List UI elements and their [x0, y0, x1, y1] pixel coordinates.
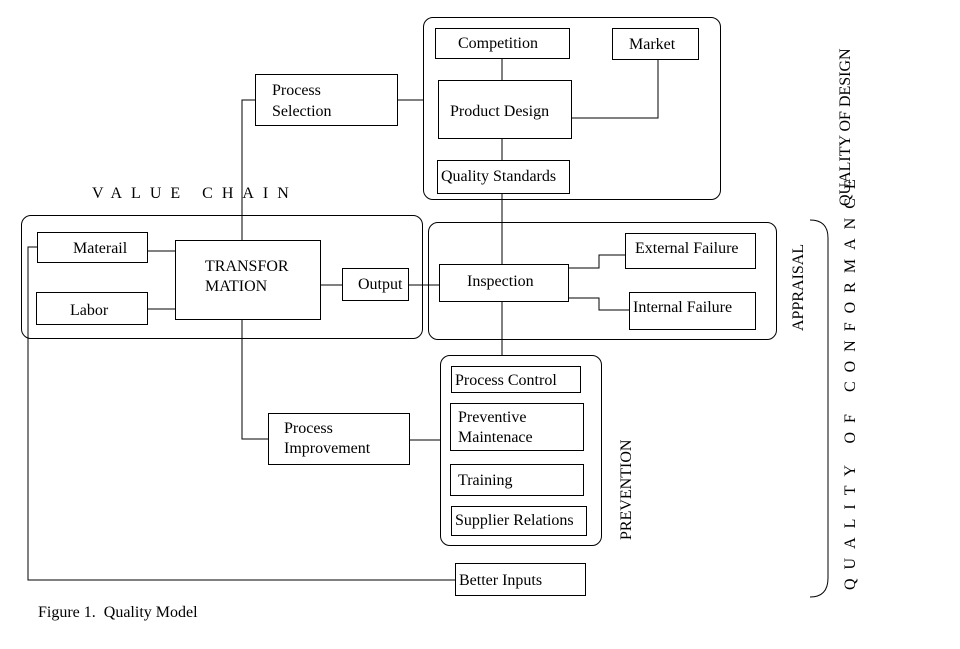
material-label: Materail: [73, 240, 128, 257]
transformation-box: TRANSFOR MATION: [175, 240, 321, 320]
transformation-label: TRANSFOR MATION: [205, 258, 289, 295]
material-box: Materail: [37, 232, 148, 263]
market-label: Market: [629, 36, 676, 53]
process-improvement-label: Process Improvement: [284, 420, 371, 457]
inspection-label: Inspection: [467, 273, 534, 290]
output-label: Output: [358, 276, 403, 293]
external-failure-box: External Failure: [625, 233, 756, 269]
process-control-box: Process Control: [451, 366, 581, 393]
process-improvement-box: Process Improvement: [268, 413, 410, 465]
appraisal-group: [428, 222, 777, 340]
quality-of-design-group: [423, 17, 721, 200]
output-box: Output: [342, 268, 409, 301]
training-box: Training: [450, 464, 584, 496]
value-chain-label: VALUE CHAIN: [92, 185, 298, 202]
preventive-maintenance-label: Preventive Maintenace: [458, 409, 533, 446]
market-box: Market: [612, 28, 699, 60]
internal-failure-label: Internal Failure: [633, 299, 733, 316]
inspection-box: Inspection: [439, 264, 569, 302]
quality-of-conformance-label: QUALITY OF CONFORMANCE: [842, 170, 859, 590]
external-failure-label: External Failure: [635, 240, 739, 257]
competition-label: Competition: [458, 35, 538, 52]
supplier-relations-box: Supplier Relations: [451, 506, 587, 536]
quality-standards-label: Quality Standards: [441, 168, 557, 185]
preventive-maintenance-box: Preventive Maintenace: [450, 403, 584, 451]
product-design-label: Product Design: [450, 103, 550, 120]
process-selection-box: Process Selection: [255, 74, 398, 126]
supplier-relations-label: Supplier Relations: [455, 512, 574, 529]
process-control-label: Process Control: [455, 372, 557, 389]
prevention-group: [440, 355, 602, 546]
prevention-label: PREVENTION: [618, 439, 635, 540]
figure-caption: Figure 1. Quality Model: [38, 604, 198, 621]
competition-box: Competition: [435, 28, 570, 59]
training-label: Training: [458, 472, 513, 489]
better-inputs-box: Better Inputs: [455, 563, 586, 596]
product-design-box: Product Design: [438, 80, 572, 139]
value-chain-group: [21, 215, 423, 339]
quality-standards-box: Quality Standards: [437, 160, 570, 194]
labor-label: Labor: [70, 302, 109, 319]
process-selection-label: Process Selection: [272, 82, 332, 120]
better-inputs-label: Better Inputs: [459, 572, 543, 589]
appraisal-label: APPRAISAL: [790, 243, 807, 331]
internal-failure-box: Internal Failure: [629, 292, 756, 330]
labor-box: Labor: [36, 292, 148, 325]
